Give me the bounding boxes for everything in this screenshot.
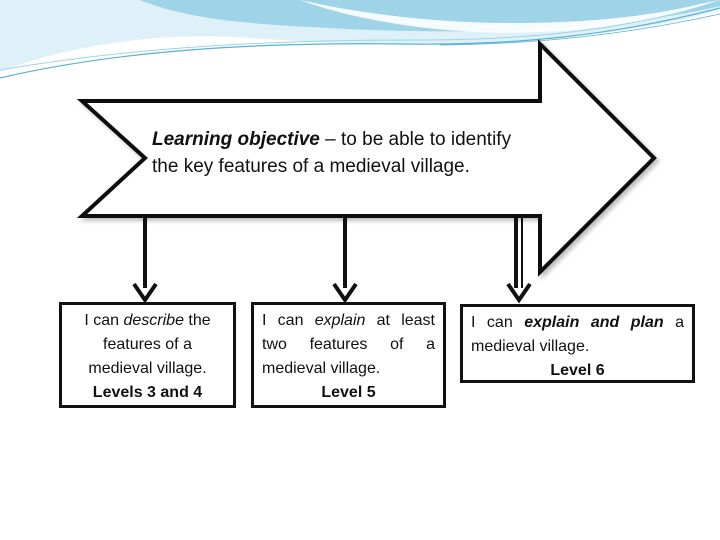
box1-line2: features of a [103,336,192,353]
box1-line1: I can describe the [70,309,225,333]
box3-post: a [663,314,684,331]
box2-level: Level 5 [321,384,376,401]
connector-arrow-3 [506,218,532,304]
box2-pre: I can [262,312,315,329]
box3-level: Level 6 [550,362,605,379]
box3-line1: I can explain and plan a [471,311,684,335]
box2-line3: medieval village. [262,360,381,377]
level-box-explain: I can explain at least two features of a… [251,302,446,408]
box1-line3: medieval village. [88,360,207,377]
box3-pre: I can [471,314,525,331]
box1-post: the [183,312,211,329]
objective-line1: – to be able to identify [319,129,512,150]
level-box-explain-and-plan: I can explain and plan a medieval villag… [460,304,695,383]
box2-line2: two features of a [262,336,435,353]
arrowhead-3 [506,282,532,304]
learning-objective-text: Learning objective – to be able to ident… [152,126,582,180]
objective-arrow-shape [76,39,657,277]
arrowhead-2 [332,282,358,304]
box2-verb: explain [314,312,366,329]
arrowhead-1 [132,282,158,304]
header-swoosh-decoration [0,0,720,79]
box1-level: Levels 3 and 4 [92,384,203,401]
swoosh-line-1 [0,7,720,79]
box1-verb: describe [123,312,184,329]
box2-line1: I can explain at least [262,309,435,333]
connector-arrow-1 [132,218,158,304]
objective-line2: the key features of a medieval village. [152,156,470,177]
swoosh-white-streak [300,0,720,33]
connector-arrow-2 [332,218,358,304]
level-box-describe: I can describe the features of a medieva… [59,302,236,408]
box2-post: at least [365,312,435,329]
box3-verb: explain and plan [524,314,664,331]
box1-pre: I can [84,312,124,329]
box3-line2: medieval village. [471,338,590,355]
objective-emphasis: Learning objective [152,129,320,150]
swoosh-line-3 [439,13,720,46]
swoosh-line-2 [0,1,720,71]
